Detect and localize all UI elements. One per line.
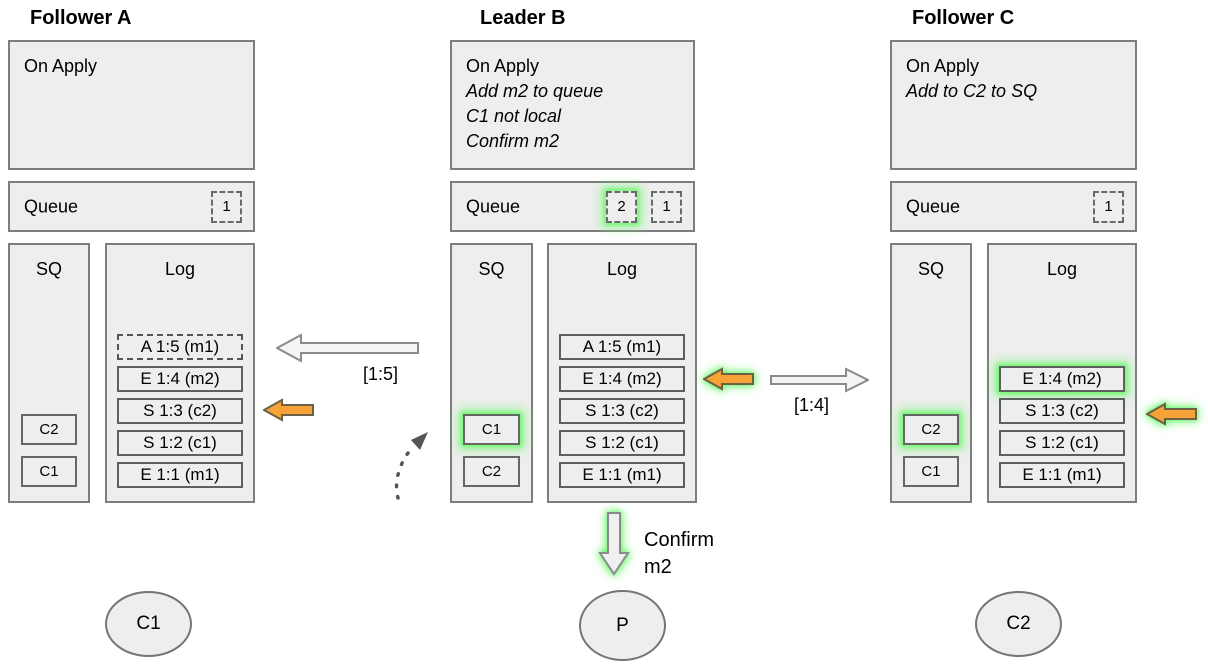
on-apply-box-c: On Apply Add to C2 to SQ (890, 40, 1137, 170)
queue-slots: 1 (1093, 190, 1124, 223)
dotted-callout-arrow-icon (390, 424, 438, 506)
on-apply-label: On Apply (24, 56, 98, 76)
queue-slot: 1 (211, 190, 242, 223)
log-entries: A 1:5 (m1) E 1:4 (m2) S 1:3 (c2) S 1:2 (… (117, 334, 243, 488)
log-label: Log (1046, 259, 1078, 279)
confirm-label-line1: Confirm (644, 529, 715, 551)
log-label: Log (606, 259, 638, 279)
queue-slots: 2 1 (606, 190, 682, 223)
log-entry: S 1:3 (c2) (117, 398, 243, 424)
confirm-down-arrow-icon (597, 512, 631, 576)
sq-item: C2 (903, 414, 959, 445)
queue-slots: 1 (211, 190, 242, 223)
queue-label: Queue (24, 196, 79, 216)
sq-label: SQ (917, 259, 944, 279)
log-entry: E 1:4 (m2) (559, 366, 685, 392)
on-apply-note: C1 not local (466, 106, 562, 126)
sq-item: C1 (903, 456, 959, 487)
apply-pointer-c-arrow-icon (1144, 401, 1198, 427)
client-c2-node: C2 (975, 591, 1062, 657)
log-entry: A 1:5 (m1) (117, 334, 243, 360)
node-title-follower-c: Follower C (912, 7, 1015, 29)
sq-box-b: SQ C1 C2 (450, 243, 533, 503)
on-apply-box-a: On Apply (8, 40, 255, 170)
sq-label: SQ (478, 259, 505, 279)
on-apply-note: Add to C2 to SQ (906, 81, 1038, 101)
queue-slot: 1 (651, 190, 682, 223)
sq-box-a: SQ C2 C1 (8, 243, 90, 503)
replicate-to-c-label: [1:4] (794, 395, 830, 415)
log-entry: S 1:2 (c1) (117, 430, 243, 456)
on-apply-label: On Apply (466, 56, 540, 76)
queue-box-b: Queue 2 1 (450, 181, 695, 232)
log-label: Log (164, 259, 196, 279)
queue-label: Queue (466, 196, 521, 216)
log-entry: E 1:4 (m2) (117, 366, 243, 392)
log-entry: S 1:2 (c1) (559, 430, 685, 456)
sq-item: C2 (21, 414, 77, 445)
log-entry: S 1:3 (c2) (559, 398, 685, 424)
sq-items: C2 C1 (21, 414, 77, 487)
sq-box-c: SQ C2 C1 (890, 243, 972, 503)
log-entries: E 1:4 (m2) S 1:3 (c2) S 1:2 (c1) E 1:1 (… (999, 366, 1125, 488)
apply-pointer-b-arrow-icon (701, 366, 755, 392)
log-entry: E 1:1 (m1) (559, 462, 685, 488)
sq-label: SQ (35, 259, 62, 279)
confirm-label: Confirm m2 (644, 527, 714, 581)
sq-items: C2 C1 (903, 414, 959, 487)
proposer-p-node: P (579, 590, 666, 661)
node-title-leader-b: Leader B (480, 7, 566, 29)
queue-slot: 1 (1093, 190, 1124, 223)
queue-slot: 2 (606, 190, 637, 223)
log-box-b: Log A 1:5 (m1) E 1:4 (m2) S 1:3 (c2) S 1… (547, 243, 697, 503)
apply-pointer-a-arrow-icon (261, 398, 315, 422)
queue-box-c: Queue 1 (890, 181, 1137, 232)
node-title-follower-a: Follower A (30, 7, 132, 29)
on-apply-note: Confirm m2 (466, 131, 560, 151)
replicate-to-a-arrow-icon (274, 333, 420, 363)
confirm-label-line2: m2 (644, 556, 672, 578)
on-apply-label: On Apply (906, 56, 980, 76)
replicate-to-c-arrow-icon (769, 367, 871, 393)
log-entry: E 1:1 (m1) (999, 462, 1125, 488)
log-entries: A 1:5 (m1) E 1:4 (m2) S 1:3 (c2) S 1:2 (… (559, 334, 685, 488)
log-entry: E 1:1 (m1) (117, 462, 243, 488)
log-entry: S 1:3 (c2) (999, 398, 1125, 424)
client-c1-node: C1 (105, 591, 192, 657)
log-entry: S 1:2 (c1) (999, 430, 1125, 456)
log-box-a: Log A 1:5 (m1) E 1:4 (m2) S 1:3 (c2) S 1… (105, 243, 255, 503)
sq-items: C1 C2 (463, 414, 520, 487)
sq-item: C2 (463, 456, 520, 487)
sq-item: C1 (21, 456, 77, 487)
on-apply-box-b: On Apply Add m2 to queue C1 not local Co… (450, 40, 695, 170)
replicate-to-a-label: [1:5] (363, 364, 399, 384)
sq-item: C1 (463, 414, 520, 445)
queue-label: Queue (906, 196, 961, 216)
log-box-c: Log E 1:4 (m2) S 1:3 (c2) S 1:2 (c1) E 1… (987, 243, 1137, 503)
queue-box-a: Queue 1 (8, 181, 255, 232)
log-entry: A 1:5 (m1) (559, 334, 685, 360)
log-entry: E 1:4 (m2) (999, 366, 1125, 392)
on-apply-note: Add m2 to queue (466, 81, 604, 101)
